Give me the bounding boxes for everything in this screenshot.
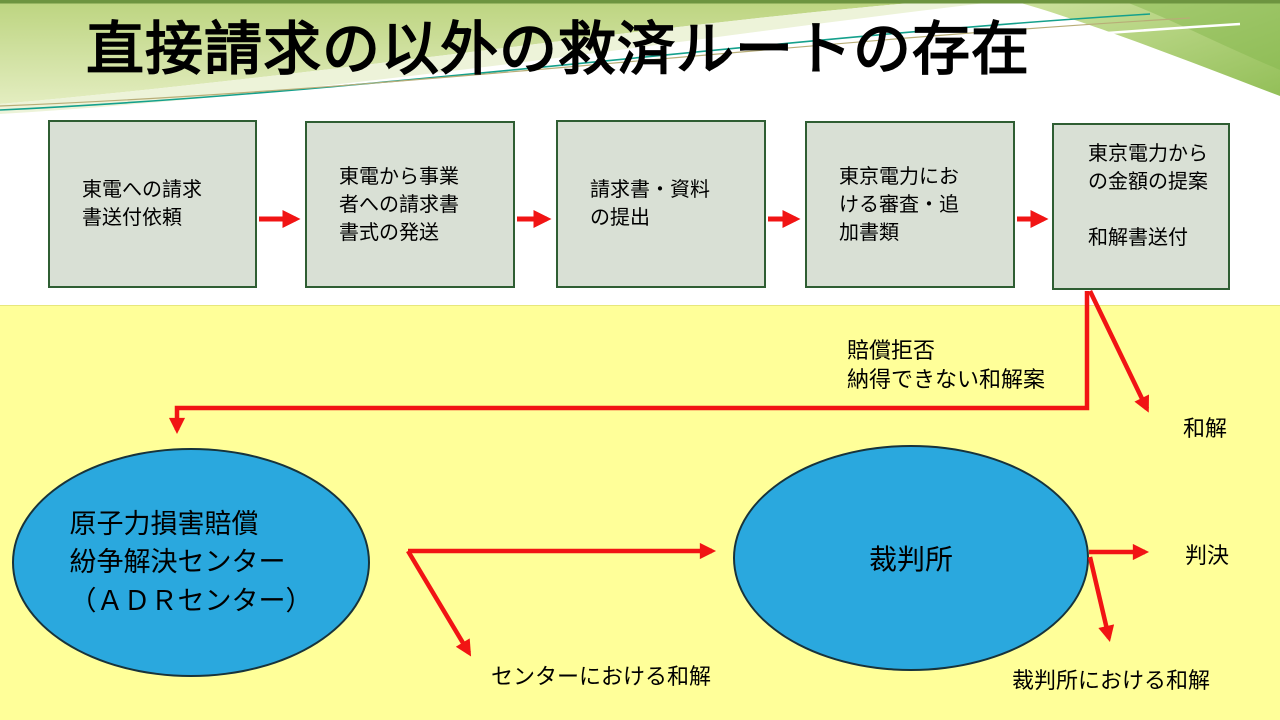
header-white-line (0, 22, 1241, 118)
process-box-label: 東電への請求 書送付依頼 (82, 179, 202, 229)
header-pale-swoosh (0, 0, 1012, 114)
header-top-strip (0, 0, 1280, 4)
court-wakai-label: 裁判所における和解 (1012, 668, 1211, 693)
slide-title: 直接請求の以外の救済ルートの存在 (86, 17, 1031, 82)
rejection-note: 賠償拒否 納得できない和解案 (847, 338, 1046, 393)
process-box-tepco-proposal: 東京電力から の金額の提案 和解書送付 (1052, 123, 1230, 290)
process-box-label: 東京電力にお ける審査・追 加書類 (839, 165, 959, 244)
court-label: 裁判所 (868, 544, 953, 575)
header-teal-line (0, 13, 1151, 111)
hanketsu-label: 判決 (1185, 543, 1230, 568)
process-box-tepco-review: 東京電力にお ける審査・追 加書類 (805, 121, 1015, 288)
court-ellipse: 裁判所 (733, 445, 1089, 671)
adr-center-ellipse: 原子力損害賠償 紛争解決センター （ＡＤＲセンター） (12, 448, 370, 677)
process-box-label: 東電から事業 者への請求書 書式の発送 (339, 165, 459, 244)
header-tan-line (0, 17, 1191, 107)
process-box-submit-documents: 請求書・資料 の提出 (556, 120, 766, 288)
adr-center-label: 原子力損害賠償 紛争解決センター （ＡＤＲセンター） (69, 509, 313, 616)
header-right-corner (1120, 0, 1280, 70)
process-box-request-to-tepco: 東電への請求 書送付依頼 (48, 120, 257, 288)
process-box-label: 請求書・資料 の提出 (590, 179, 710, 229)
header-swoosh-art (0, 0, 1280, 118)
wakai-label: 和解 (1183, 416, 1228, 441)
process-box-form-dispatch: 東電から事業 者への請求書 書式の発送 (305, 121, 515, 288)
center-wakai-label: センターにおける和解 (491, 664, 712, 689)
header-left-band (0, 0, 950, 104)
process-box-label: 東京電力から の金額の提案 和解書送付 (1088, 143, 1208, 249)
